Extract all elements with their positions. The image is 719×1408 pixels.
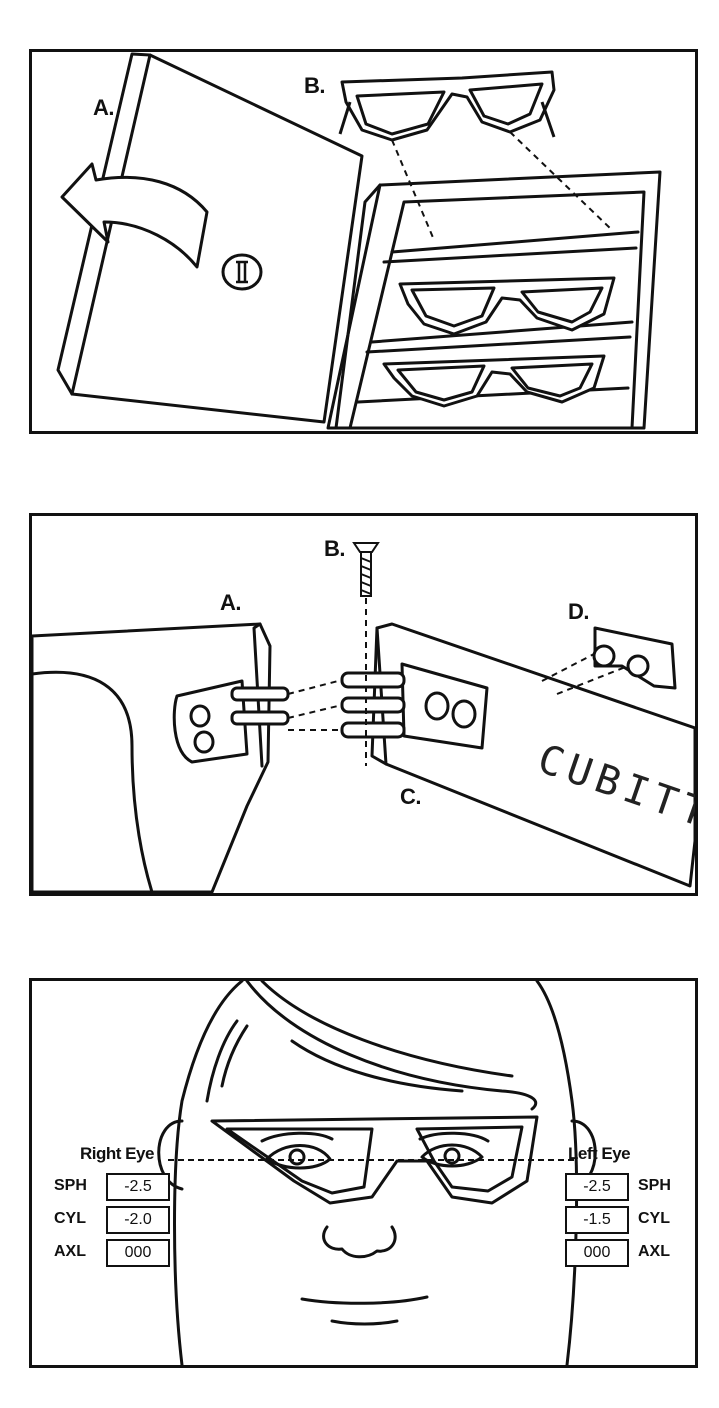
head-right — [535, 981, 579, 1365]
left-cyl-label: CYL — [638, 1210, 670, 1227]
head-left — [173, 981, 244, 1365]
left-eye-title: Left Eye — [568, 1144, 631, 1163]
box-opening-illustration — [56, 52, 662, 430]
part-label-d: D. — [568, 599, 590, 624]
temple-hinge-knuckle-3 — [340, 721, 406, 739]
left-axl-value: 000 — [565, 1239, 629, 1267]
glasses-lifted-icon — [338, 70, 556, 142]
front-hinge-knuckle-top — [230, 686, 290, 702]
box-opening-panel: A. B. — [29, 49, 698, 434]
front-hinge-plate — [172, 679, 249, 764]
step-label-b: B. — [304, 73, 326, 98]
part-label-b: B. — [324, 536, 346, 561]
step-label-a: A. — [93, 95, 115, 120]
left-sph-label: SPH — [638, 1177, 671, 1194]
front-hinge-knuckle-bottom — [230, 710, 290, 726]
box-shelf-1 — [390, 230, 640, 254]
left-axl-label: AXL — [638, 1243, 670, 1260]
temple-hinge-knuckle-2 — [340, 696, 406, 714]
glasses-in-box-1-icon — [398, 276, 616, 336]
hinge-screw-icon — [352, 542, 380, 597]
left-sph-value: -2.5 — [565, 1173, 629, 1201]
part-label-a: A. — [220, 590, 242, 615]
open-arrow-icon — [60, 162, 209, 269]
right-axl-label: AXL — [54, 1243, 86, 1260]
hair-fringe — [245, 981, 538, 1111]
glasses-in-box-2-icon — [382, 354, 606, 408]
right-axl-value: 000 — [106, 1239, 170, 1267]
part-label-c: C. — [400, 784, 422, 809]
box-shelf-2 — [370, 320, 634, 344]
right-cyl-label: CYL — [54, 1210, 86, 1227]
right-eye-title: Right Eye — [80, 1144, 154, 1163]
temple-hinge-knuckle-1 — [340, 671, 406, 689]
prescription-panel: Right Eye SPH -2.5 CYL -2.0 AXL 000 Left… — [29, 978, 698, 1368]
left-cyl-value: -1.5 — [565, 1206, 629, 1234]
hinge-assembly-illustration — [32, 542, 695, 893]
cubitts-emblem-icon — [221, 253, 263, 291]
face-illustration — [157, 981, 597, 1365]
hinge-assembly-panel: A. B. C. D. CUBITTS — [29, 513, 698, 896]
box-lid — [70, 53, 364, 424]
right-sph-label: SPH — [54, 1177, 87, 1194]
right-cyl-value: -2.0 — [106, 1206, 170, 1234]
right-sph-value: -2.5 — [106, 1173, 170, 1201]
frame-front — [32, 622, 272, 893]
